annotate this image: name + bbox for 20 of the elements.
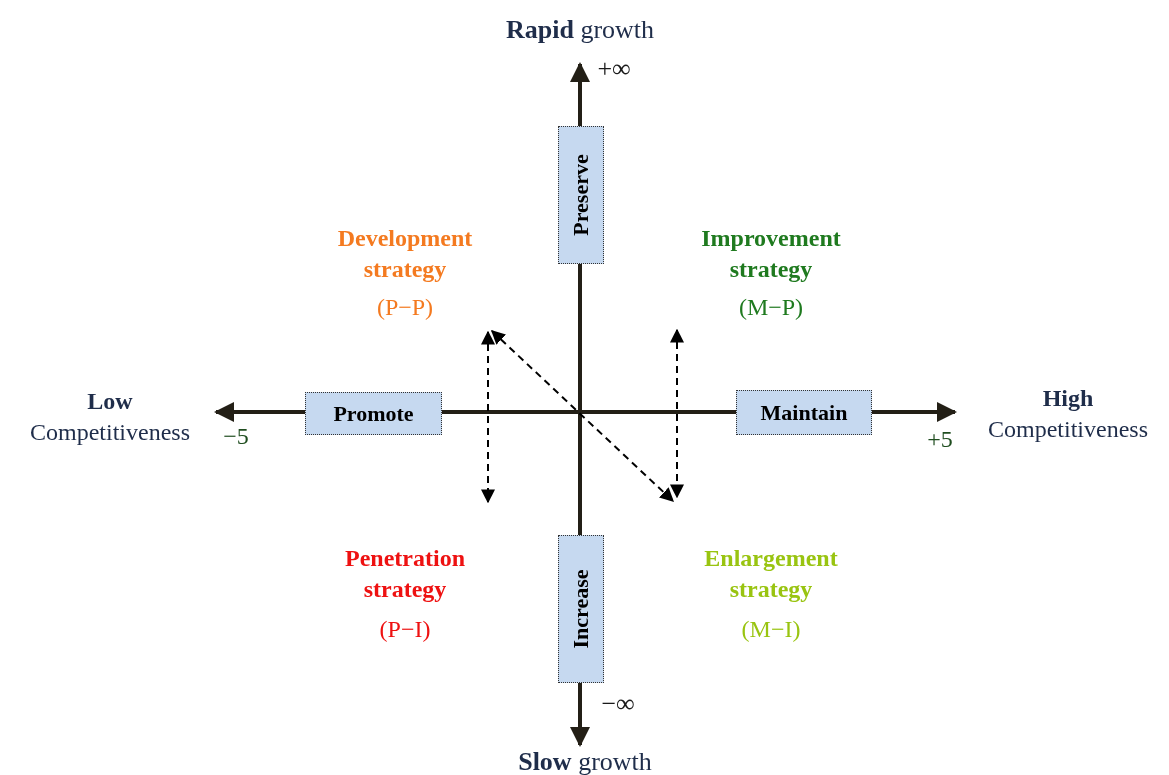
scale-value: −5	[222, 422, 250, 452]
quadrant-title: Penetration strategy	[344, 543, 466, 604]
strategy-box: Preserve	[558, 126, 604, 264]
scale-value: +5	[926, 425, 954, 455]
quadrant-code: (M−P)	[737, 293, 805, 323]
infinity-label: +∞	[596, 53, 632, 86]
quadrant-code: (P−P)	[375, 293, 435, 323]
strategy-box: Promote	[305, 392, 442, 435]
quadrant-title: Development strategy	[336, 223, 474, 284]
quadrant-title: Improvement strategy	[700, 223, 842, 284]
axis-label: Rapid growth	[504, 14, 656, 47]
quadrant-code: (M−I)	[740, 615, 802, 645]
axis-label: High Competitiveness	[987, 383, 1149, 444]
strategy-box: Increase	[558, 535, 604, 683]
quadrant-code: (P−I)	[378, 615, 432, 645]
axis-label: Slow growth	[517, 746, 653, 775]
axis-label: Low Competitiveness	[29, 386, 191, 447]
infinity-label: −∞	[600, 688, 636, 721]
quadrant-title: Enlargement strategy	[703, 543, 839, 604]
strategy-box: Maintain	[736, 390, 872, 435]
